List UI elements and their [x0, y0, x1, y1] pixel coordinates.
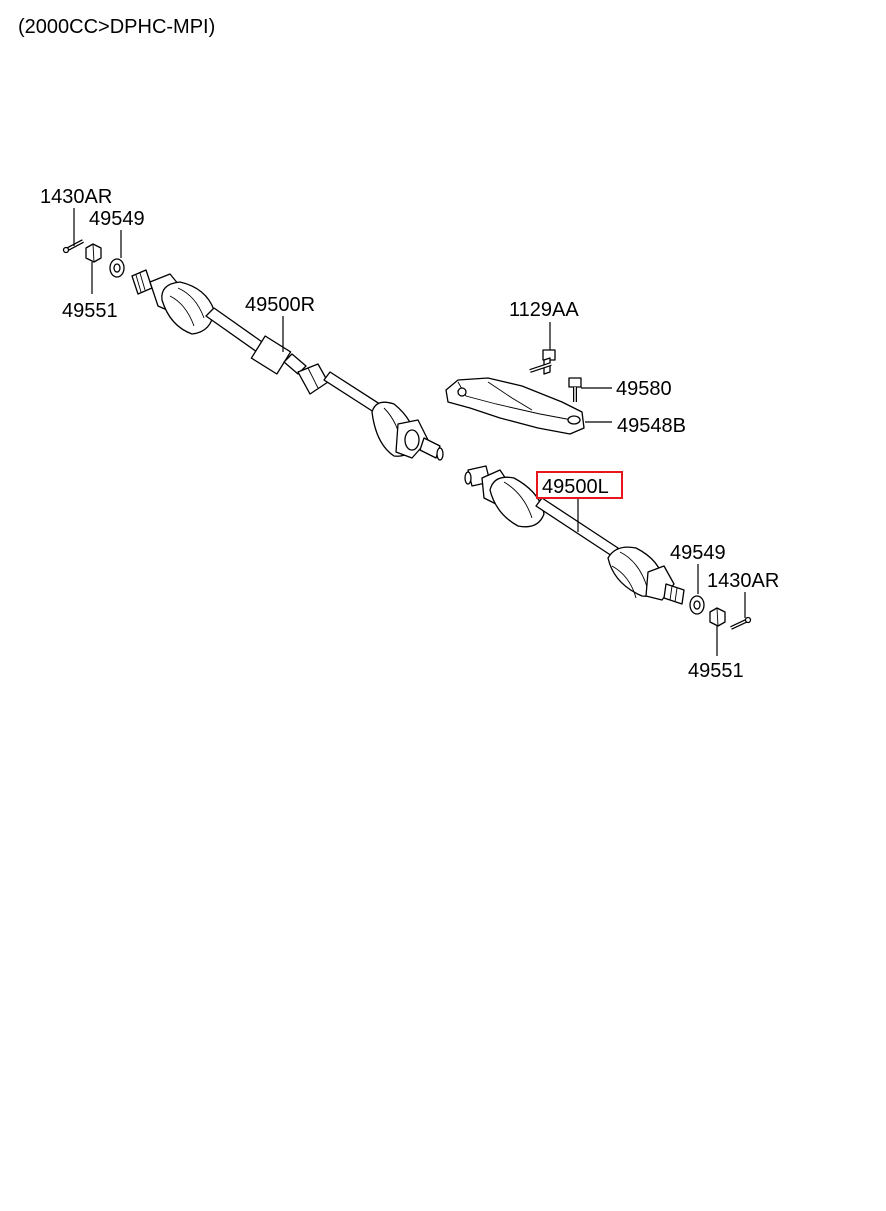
- label-bracket: 49548B: [617, 415, 686, 437]
- drive-shaft-left-part: [464, 465, 685, 605]
- washer-right-part: [109, 258, 125, 278]
- label-nut-right: 49551: [62, 300, 118, 322]
- highlight-box: [536, 471, 623, 499]
- bolt-small-part: [568, 377, 582, 402]
- split-pin-left-part: [730, 616, 752, 630]
- leader-lines: [73, 208, 746, 656]
- diagram-title: (2000CC>DPHC-MPI): [18, 16, 215, 38]
- split-pin-right-part: [62, 239, 84, 254]
- label-washer-right: 49549: [89, 208, 145, 230]
- label-split-pin-right: 1430AR: [40, 186, 112, 208]
- bolt-bracket-part: [529, 349, 556, 375]
- label-bolt-bracket: 1129AA: [509, 299, 579, 321]
- drive-shaft-right-part: [131, 269, 444, 461]
- label-bolt-small: 49580: [616, 378, 672, 400]
- label-shaft-left[interactable]: 49500L: [542, 476, 609, 498]
- label-washer-left: 49549: [670, 542, 726, 564]
- bracket-part: [445, 377, 585, 435]
- nut-left-part: [709, 607, 726, 627]
- label-shaft-right: 49500R: [245, 294, 315, 316]
- label-split-pin-left: 1430AR: [707, 570, 779, 592]
- nut-right-part: [85, 243, 102, 263]
- washer-left-part: [689, 595, 705, 615]
- label-nut-left: 49551: [688, 660, 744, 682]
